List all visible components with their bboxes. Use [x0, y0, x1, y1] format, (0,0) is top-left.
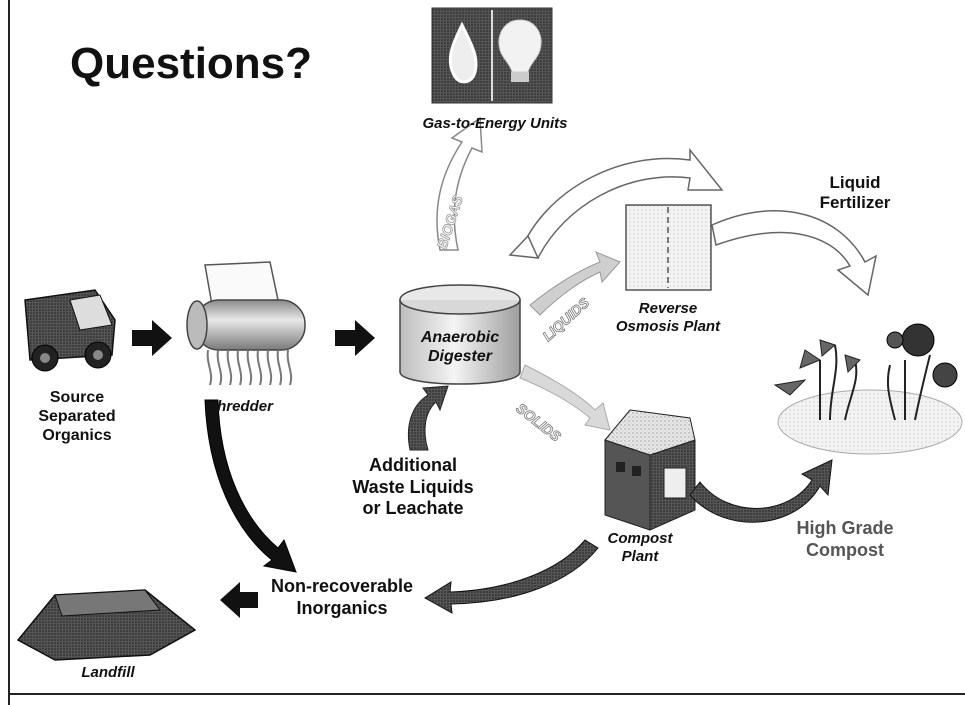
plants-icon [773, 323, 963, 455]
gas-to-energy-label: Gas-to-Energy Units [422, 115, 568, 132]
reverse-osmosis-label: Reverse Osmosis Plant [615, 300, 721, 335]
landfill-icon [16, 589, 197, 661]
arrow-shredder-to-digester [335, 320, 375, 356]
source-organics-label: Source Separated Organics [38, 389, 116, 445]
recirculation-arrow [519, 147, 724, 259]
shredder-icon [186, 261, 306, 386]
slide-frame-left [8, 0, 10, 705]
compost-building-icon [604, 409, 696, 531]
solids-arrow-label: SOLIDS [513, 400, 564, 445]
additional-liquids-arrow [407, 385, 449, 451]
garbage-truck-icon [24, 289, 116, 372]
liquid-fertilizer-label: Liquid Fertilizer [819, 173, 891, 213]
high-grade-compost-label: High Grade Compost [796, 518, 894, 560]
anaerobic-digester-label: Anaerobic Digester [420, 329, 500, 366]
liquid-fertilizer-arrow [711, 210, 878, 297]
arrow-inorganics-to-landfill [220, 582, 258, 618]
compost-to-inorganics-arrow [424, 539, 599, 614]
page-title: Questions? [70, 39, 313, 88]
additional-liquids-label: Additional Waste Liquids or Leachate [352, 455, 474, 519]
landfill-label: Landfill [81, 664, 135, 681]
biogas-arrow [436, 116, 483, 251]
liquids-arrow [529, 251, 621, 316]
shredder-label: Shredder [207, 398, 273, 415]
shredder-to-inorganics-arrow [204, 399, 297, 573]
digester-tank-icon [399, 284, 521, 385]
reverse-osmosis-icon [625, 204, 712, 291]
solids-arrow [519, 364, 611, 431]
compost-plant-label: Compost Plant [607, 530, 673, 565]
arrow-truck-to-shredder [132, 320, 172, 356]
gas-energy-icon-group [431, 7, 553, 104]
non-recoverable-label: Non-recoverable Inorganics [270, 576, 414, 618]
compost-to-plants-arrow [689, 459, 833, 523]
gas-flame-icon [448, 21, 478, 84]
slide-frame-bottom [8, 693, 965, 695]
